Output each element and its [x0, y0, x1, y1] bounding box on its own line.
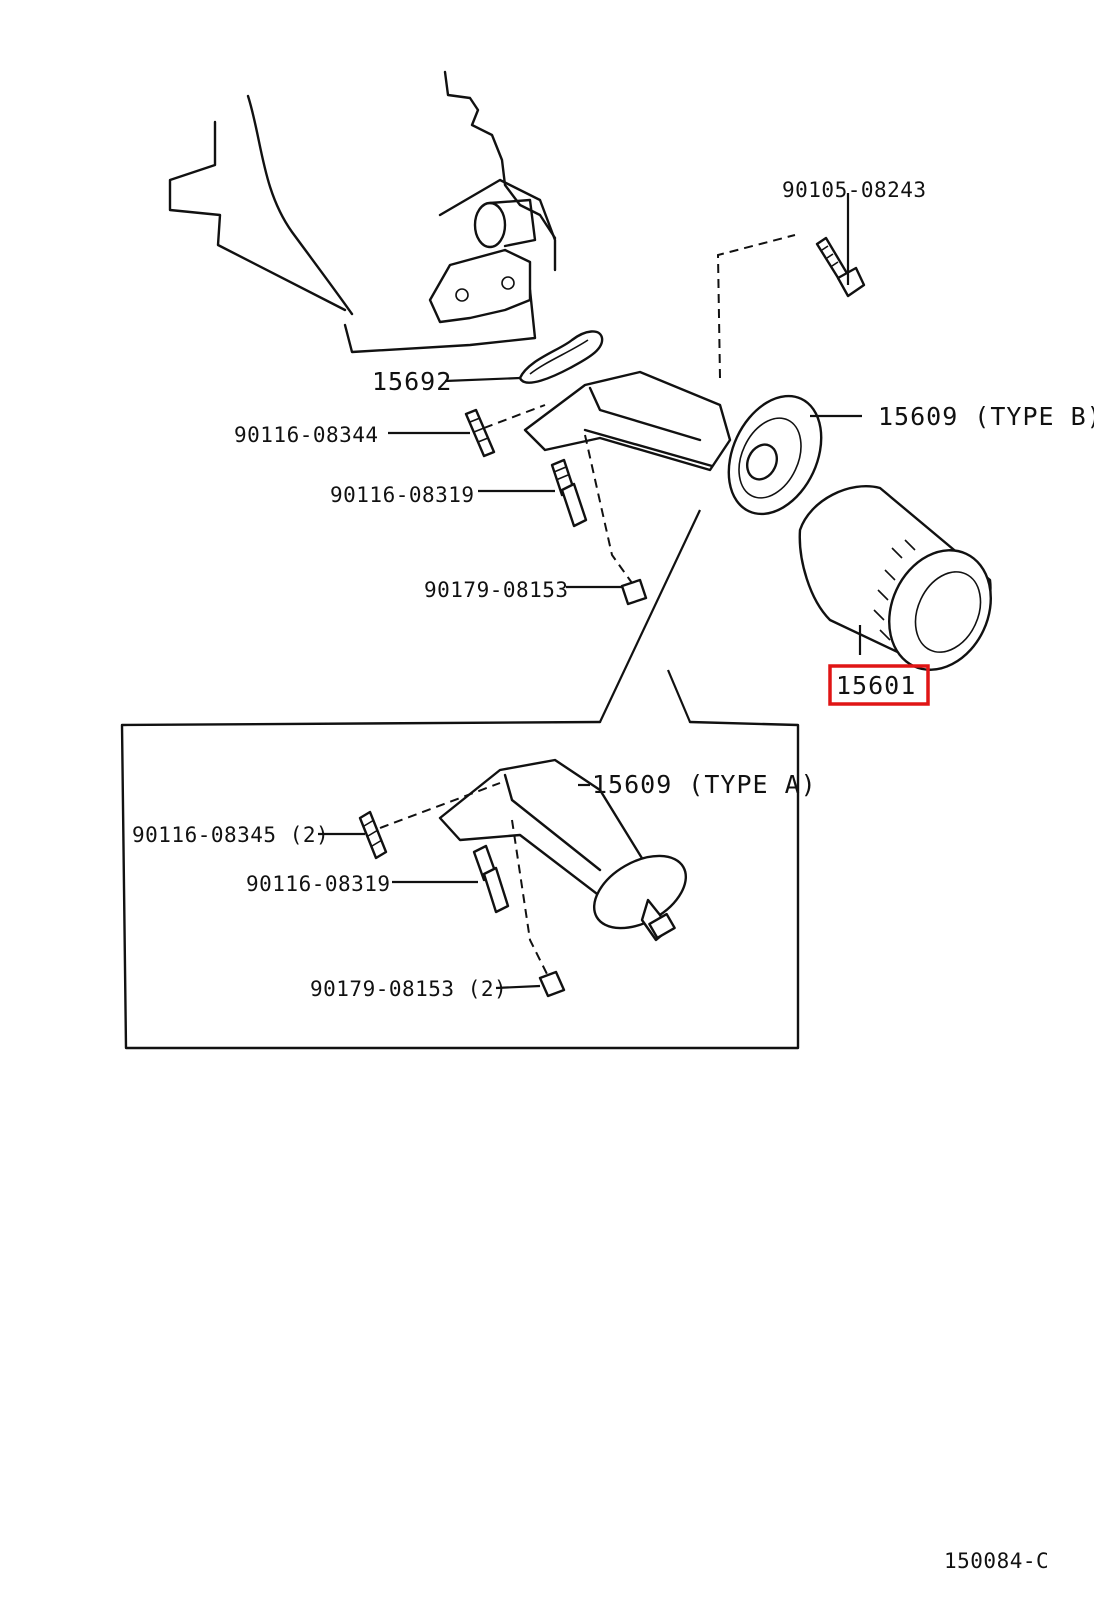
- bolt-90105-08243[interactable]: [815, 236, 866, 298]
- label-oil-filter-15601[interactable]: 15601: [836, 671, 916, 700]
- nut-90179-08153-type-a[interactable]: [538, 970, 566, 998]
- oil-filter-15601[interactable]: [798, 485, 1010, 686]
- stud-90116-08319[interactable]: [550, 458, 588, 528]
- label-bolt-90105[interactable]: 90105-08243: [782, 178, 927, 202]
- label-stud-90116-08345[interactable]: 90116-08345 (2): [132, 823, 329, 847]
- label-nut-90179-08153[interactable]: 90179-08153: [424, 578, 569, 602]
- label-bracket-type-a[interactable]: 15609 (TYPE A): [592, 770, 817, 799]
- gasket-15692[interactable]: [518, 330, 604, 384]
- oil-filter-bracket-type-b[interactable]: [523, 370, 839, 529]
- label-nut-90179-08153-type-a[interactable]: 90179-08153 (2): [310, 977, 507, 1001]
- oil-filter-bracket-type-a[interactable]: [438, 758, 698, 943]
- stud-90116-08344[interactable]: [464, 408, 496, 458]
- diagram-code: 150084-C: [944, 1549, 1049, 1573]
- engine-block: [168, 70, 557, 354]
- label-gasket-15692[interactable]: 15692: [372, 367, 452, 396]
- label-bracket-type-b[interactable]: 15609 (TYPE B): [878, 402, 1094, 431]
- label-stud-90116-08319[interactable]: 90116-08319: [330, 483, 475, 507]
- inset-frame: [120, 720, 800, 1050]
- highlight-box: [828, 664, 930, 706]
- nut-90179-08153[interactable]: [620, 578, 648, 606]
- label-stud-90116-08344[interactable]: 90116-08344: [234, 423, 379, 447]
- label-stud-90116-08319-type-a[interactable]: 90116-08319: [246, 872, 391, 896]
- stud-90116-08319-type-a[interactable]: [472, 844, 510, 914]
- stud-90116-08345[interactable]: [358, 810, 388, 860]
